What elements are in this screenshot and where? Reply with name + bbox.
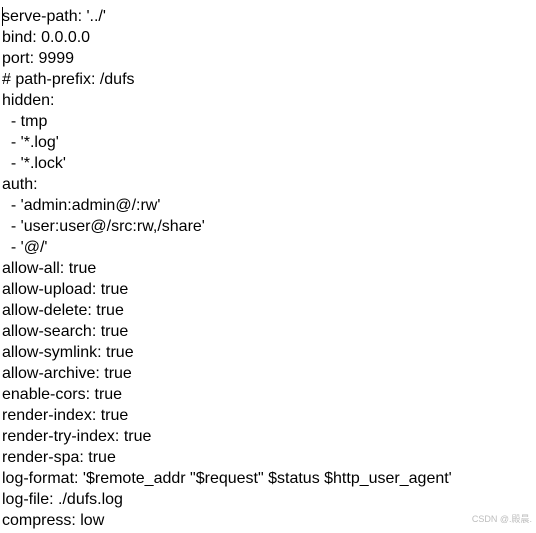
watermark: CSDN @.殿晨. <box>471 514 532 524</box>
code-line-20[interactable]: render-index: true <box>2 407 129 424</box>
code-line-16[interactable]: allow-search: true <box>2 323 129 340</box>
code-line-8[interactable]: - '*.lock' <box>2 155 66 172</box>
code-line-5[interactable]: hidden: <box>2 92 55 109</box>
code-line-9[interactable]: auth: <box>2 176 38 193</box>
code-line-14[interactable]: allow-upload: true <box>2 281 129 298</box>
code-line-7[interactable]: - '*.log' <box>2 134 59 151</box>
code-line-4[interactable]: # path-prefix: /dufs <box>2 71 135 88</box>
code-line-15[interactable]: allow-delete: true <box>2 302 124 319</box>
text-caret <box>2 7 3 26</box>
code-line-25[interactable]: compress: low <box>2 512 105 529</box>
code-line-24[interactable]: log-file: ./dufs.log <box>2 491 123 508</box>
code-line-18[interactable]: allow-archive: true <box>2 365 132 382</box>
code-line-12[interactable]: - '@/' <box>2 239 48 256</box>
code-line-17[interactable]: allow-symlink: true <box>2 344 134 361</box>
code-line-19[interactable]: enable-cors: true <box>2 386 123 403</box>
code-line-22[interactable]: render-spa: true <box>2 449 116 466</box>
editor-lines: serve-path: '../' bind: 0.0.0.0 port: 99… <box>0 6 536 531</box>
code-line-6[interactable]: - tmp <box>2 113 48 130</box>
code-line-2[interactable]: bind: 0.0.0.0 <box>2 29 91 46</box>
code-line-3[interactable]: port: 9999 <box>2 50 75 67</box>
clipped-top-line <box>0 0 536 4</box>
code-line-11[interactable]: - 'user:user@/src:rw,/share' <box>2 218 205 235</box>
code-line-23[interactable]: log-format: '$remote_addr "$request" $st… <box>2 470 452 487</box>
code-line-10[interactable]: - 'admin:admin@/:rw' <box>2 197 161 214</box>
code-line-1[interactable]: serve-path: '../' <box>2 8 106 25</box>
code-line-13[interactable]: allow-all: true <box>2 260 97 277</box>
code-line-21[interactable]: render-try-index: true <box>2 428 152 445</box>
